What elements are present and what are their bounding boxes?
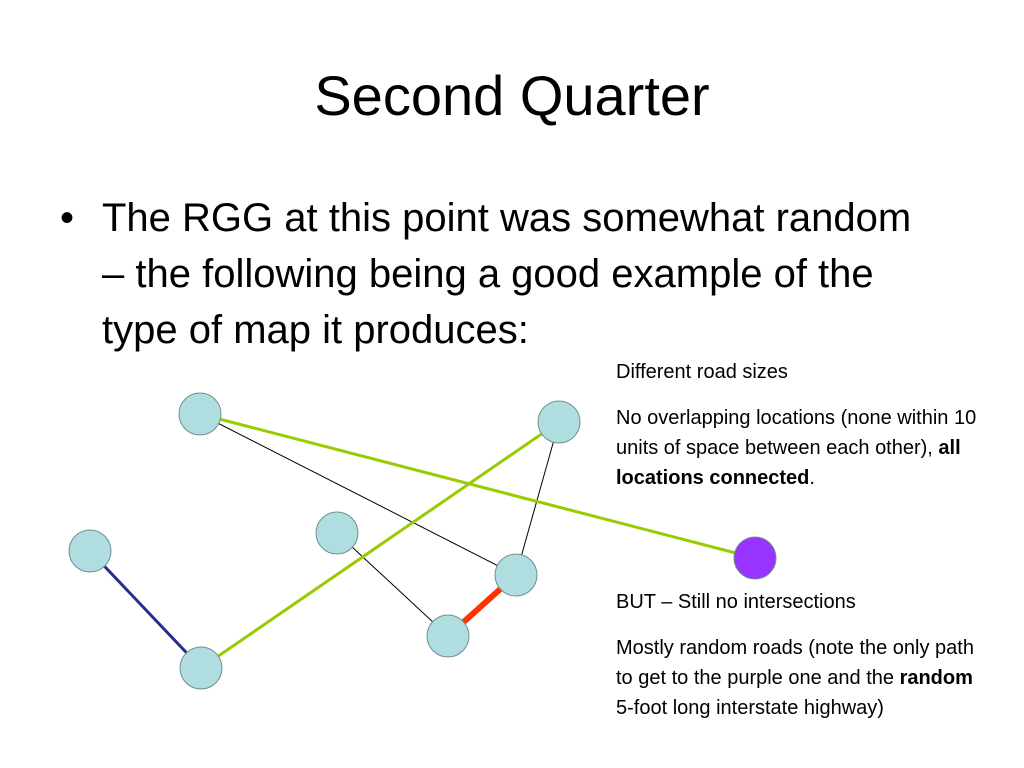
note-no-overlap-bold: all locations connected — [616, 437, 961, 489]
location-node — [178, 392, 222, 436]
bullet-dot-icon: • — [60, 196, 75, 240]
note-no-overlap-text: No overlapping locations (none within 10… — [616, 407, 977, 459]
note-random-roads: Mostly random roads (note the only path … — [616, 633, 996, 723]
note-intersections-text: BUT – Still no intersections — [616, 591, 856, 613]
location-node — [494, 553, 538, 597]
location-node — [68, 529, 112, 573]
note-no-overlap: No overlapping locations (none within 10… — [616, 403, 996, 493]
slide-title: Second Quarter — [314, 64, 710, 127]
location-node — [315, 511, 359, 555]
location-node — [537, 400, 581, 444]
location-node — [179, 646, 223, 690]
note-random-roads-text: Mostly random roads (note the only path … — [616, 637, 974, 689]
note-no-overlap-end: . — [809, 467, 815, 489]
bullet-text: The RGG at this point was somewhat rando… — [102, 196, 912, 352]
road-thin-2 — [515, 421, 560, 576]
note-road-sizes-text: Different road sizes — [616, 361, 788, 383]
road-thin-3 — [336, 532, 449, 637]
road-green-2 — [200, 420, 560, 670]
road-green-1 — [199, 412, 756, 560]
purple-location-node — [733, 536, 777, 580]
note-road-sizes: Different road sizes — [616, 357, 996, 387]
road-thin-1 — [199, 413, 517, 576]
location-node — [426, 614, 470, 658]
note-intersections: BUT – Still no intersections — [616, 587, 996, 617]
note-random-roads-end: 5-foot long interstate highway) — [616, 697, 884, 719]
note-random-roads-bold: random — [899, 667, 973, 689]
road-blue — [88, 549, 203, 670]
